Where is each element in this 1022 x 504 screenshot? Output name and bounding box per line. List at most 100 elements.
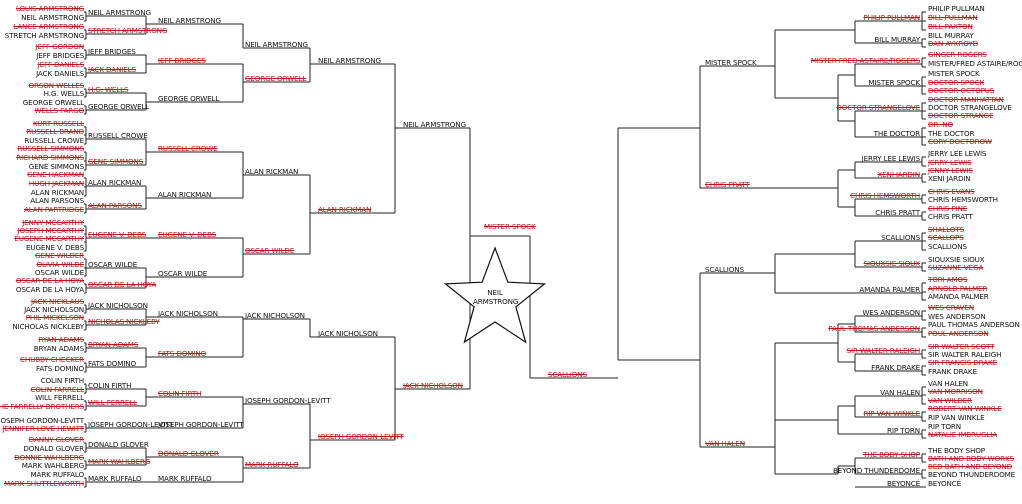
eliminated-entry: BATH AND BODY WORKS [928, 454, 1014, 463]
eliminated-entry: OSCAR DE LA HOYA [88, 280, 157, 289]
bracket-entry: WES ANDERSON [928, 312, 986, 321]
eliminated-entry: MISTER FRED ASTAIRE/ROGERS [810, 56, 920, 65]
eliminated-entry: DANNY GLOVER [28, 435, 84, 444]
bracket-entry: SCALLIONS [928, 242, 967, 251]
bracket-entry: JACK NICHOLSON [158, 309, 218, 318]
bracket-entry: BEYONCÉ [886, 479, 920, 488]
bracket-entry: BEYONCÉ [928, 479, 962, 488]
eliminated-entry: RIP VAN WINKLE [863, 409, 920, 418]
bracket-entry: JACK DANIELS [36, 69, 84, 78]
eliminated-entry: EUGENE V. DEBS [158, 230, 217, 239]
bracket-entry: RIP VAN WINKLE [928, 413, 985, 422]
bracket-entry: MISTER SPOCK [705, 58, 757, 67]
eliminated-entry: CHUBBY CHECKER [20, 355, 84, 364]
eliminated-entry: FATS DOMINO [158, 349, 206, 358]
bracket-entry: ALAN PARSONS [30, 196, 84, 205]
eliminated-entry: THE FARRELLY BROTHERS [0, 402, 84, 411]
bracket-entry: NICHOLAS NICKLEBY [12, 322, 84, 331]
eliminated-entry: H.G. WELLS [88, 85, 129, 94]
eliminated-entry: RUSSELL CROWE [158, 144, 218, 153]
eliminated-entry: VAN HALEN [705, 439, 745, 448]
bracket-entry: RIP TORN [928, 422, 961, 431]
eliminated-entry: HUGH JACKMAN [28, 179, 84, 188]
eliminated-entry: BILL PULLMAN [928, 13, 978, 22]
eliminated-entry: GINGER ROGERS [928, 50, 987, 59]
bracket-entry: RUSSELL CROWE [24, 136, 84, 145]
bracket-entry: JACK NICHOLSON [88, 301, 148, 310]
eliminated-entry: BRYAN ADAMS [88, 340, 139, 349]
eliminated-entry: OSCAR DE LA HOYA [15, 276, 84, 285]
bracket-entry: NEIL ARMSTRONG [21, 13, 84, 22]
eliminated-entry: JEFF BRIDGES [158, 56, 206, 65]
bracket-entry: SCALLIONS [705, 265, 744, 274]
eliminated-entry: DONNIE WAHLBERG [14, 453, 84, 462]
eliminated-entry: BILL PAXTON [928, 22, 973, 31]
bracket-entry: GEORGE ORWELL [22, 98, 84, 107]
eliminated-entry: ALAN PARSONS [88, 201, 142, 210]
eliminated-entry: VAN WILDER [928, 396, 972, 405]
bracket-entry: JOSEPH GORDON-LEVITT [245, 396, 331, 405]
bracket-entry: NEIL ARMSTRONG [88, 8, 151, 17]
eliminated-entry: JACK NICKLAUS [31, 297, 84, 306]
bracket-entry: CHRIS HEMSWORTH [928, 195, 998, 204]
bracket-entry: NEIL ARMSTRONG [318, 56, 381, 65]
bracket-entry: FATS DOMINO [88, 359, 136, 368]
eliminated-entry: OLIVIA WILDE [36, 260, 84, 269]
bracket-entry: VAN HALEN [880, 388, 920, 397]
eliminated-entry: GEORGE ORWELL [245, 74, 307, 83]
eliminated-entry: ROBERT VAN WINKLE [928, 404, 1002, 413]
eliminated-entry: RICHARD SIMMONS [16, 153, 84, 162]
eliminated-entry: VAN MORRISON [928, 387, 983, 396]
eliminated-entry: ARNOLD PALMER [928, 284, 988, 293]
bracket-entry: RUSSELL CROWE [88, 131, 148, 140]
bracket-entry: MARK RUFFALO [158, 474, 212, 483]
bracket-entry: GEORGE ORWELL [88, 102, 150, 111]
eliminated-entry: GENE HACKMAN [27, 170, 84, 179]
bracket-entry: CHRIS PRATT [928, 212, 973, 221]
eliminated-entry: LANCE ARMSTRONG [13, 22, 84, 31]
eliminated-entry: JERRY LEWIS [928, 158, 972, 167]
champion-label: NEIL ARMSTRONG [473, 288, 519, 306]
eliminated-entry: SIR WALTER SCOTT [928, 342, 995, 351]
eliminated-entry: SCALLOPS [928, 233, 964, 242]
bracket-entry: OSCAR DE LA HOYA [15, 285, 84, 294]
bracket-entry: NEIL ARMSTRONG [245, 40, 308, 49]
eliminated-entry: NICHOLAS NICKLEBY [88, 317, 160, 326]
bracket-entry: JOSEPH GORDON-LEVITT [0, 416, 84, 425]
eliminated-entry: THE BODY SHOP [863, 450, 920, 459]
eliminated-entry: CHRIS PINE [928, 204, 968, 213]
eliminated-entry: ORSON WELLES [28, 81, 85, 90]
eliminated-entry: DOCTOR STRANGE [928, 111, 994, 120]
bracket-entry: THE BODY SHOP [928, 446, 985, 455]
eliminated-entry: SIOUXSIE SIOUX [863, 259, 921, 268]
eliminated-entry: DR. NO [928, 120, 953, 129]
eliminated-entry: MARK RUFFALO [245, 460, 299, 469]
eliminated-entry: JENNIFER LOVE HEWITT [2, 424, 84, 433]
bracket-entry: CHRIS PRATT [875, 208, 920, 217]
eliminated-entry: DOCTOR SPOCK [928, 78, 985, 87]
eliminated-entry: JACK DANIELS [88, 65, 136, 74]
bracket-entry: JERRY LEE LEWIS [928, 149, 987, 158]
bracket-entry: COLIN FIRTH [40, 376, 84, 385]
eliminated-entry: WILL FERRELL [88, 398, 137, 407]
eliminated-entry: SHALLOTS [928, 225, 965, 234]
bracket-entry: DONALD GLOVER [23, 444, 84, 453]
bracket-entry: WES ANDERSON [862, 308, 920, 317]
bracket-entry: JOSEPH GORDON-LEVITT [88, 420, 174, 429]
eliminated-entry: CHRIS HEMSWORTH [850, 191, 920, 200]
eliminated-entry: DOCTOR MANHATTAN [928, 95, 1004, 104]
bracket-entry: NEIL ARMSTRONG [158, 16, 221, 25]
eliminated-entry: PAUL THOMAS ANDERSON [828, 324, 920, 333]
eliminated-entry: PHIL MICKELSON [25, 313, 84, 322]
bracket-entry: BRYAN ADAMS [33, 344, 84, 353]
bracket-entry: BILL MURRAY [874, 35, 920, 44]
eliminated-entry: DOCTOR STRANGELOVE [836, 103, 920, 112]
eliminated-entry: CHRIS PRATT [705, 180, 750, 189]
eliminated-entry: OSCAR WILDE [245, 246, 295, 255]
bracket-entry: JEFF BRIDGES [88, 47, 136, 56]
eliminated-entry: SIR WALTER RALEIGH [846, 346, 921, 355]
bracket-entry: PAUL THOMAS ANDERSON [928, 320, 1020, 329]
eliminated-entry: JEFF GORDON [35, 42, 85, 51]
